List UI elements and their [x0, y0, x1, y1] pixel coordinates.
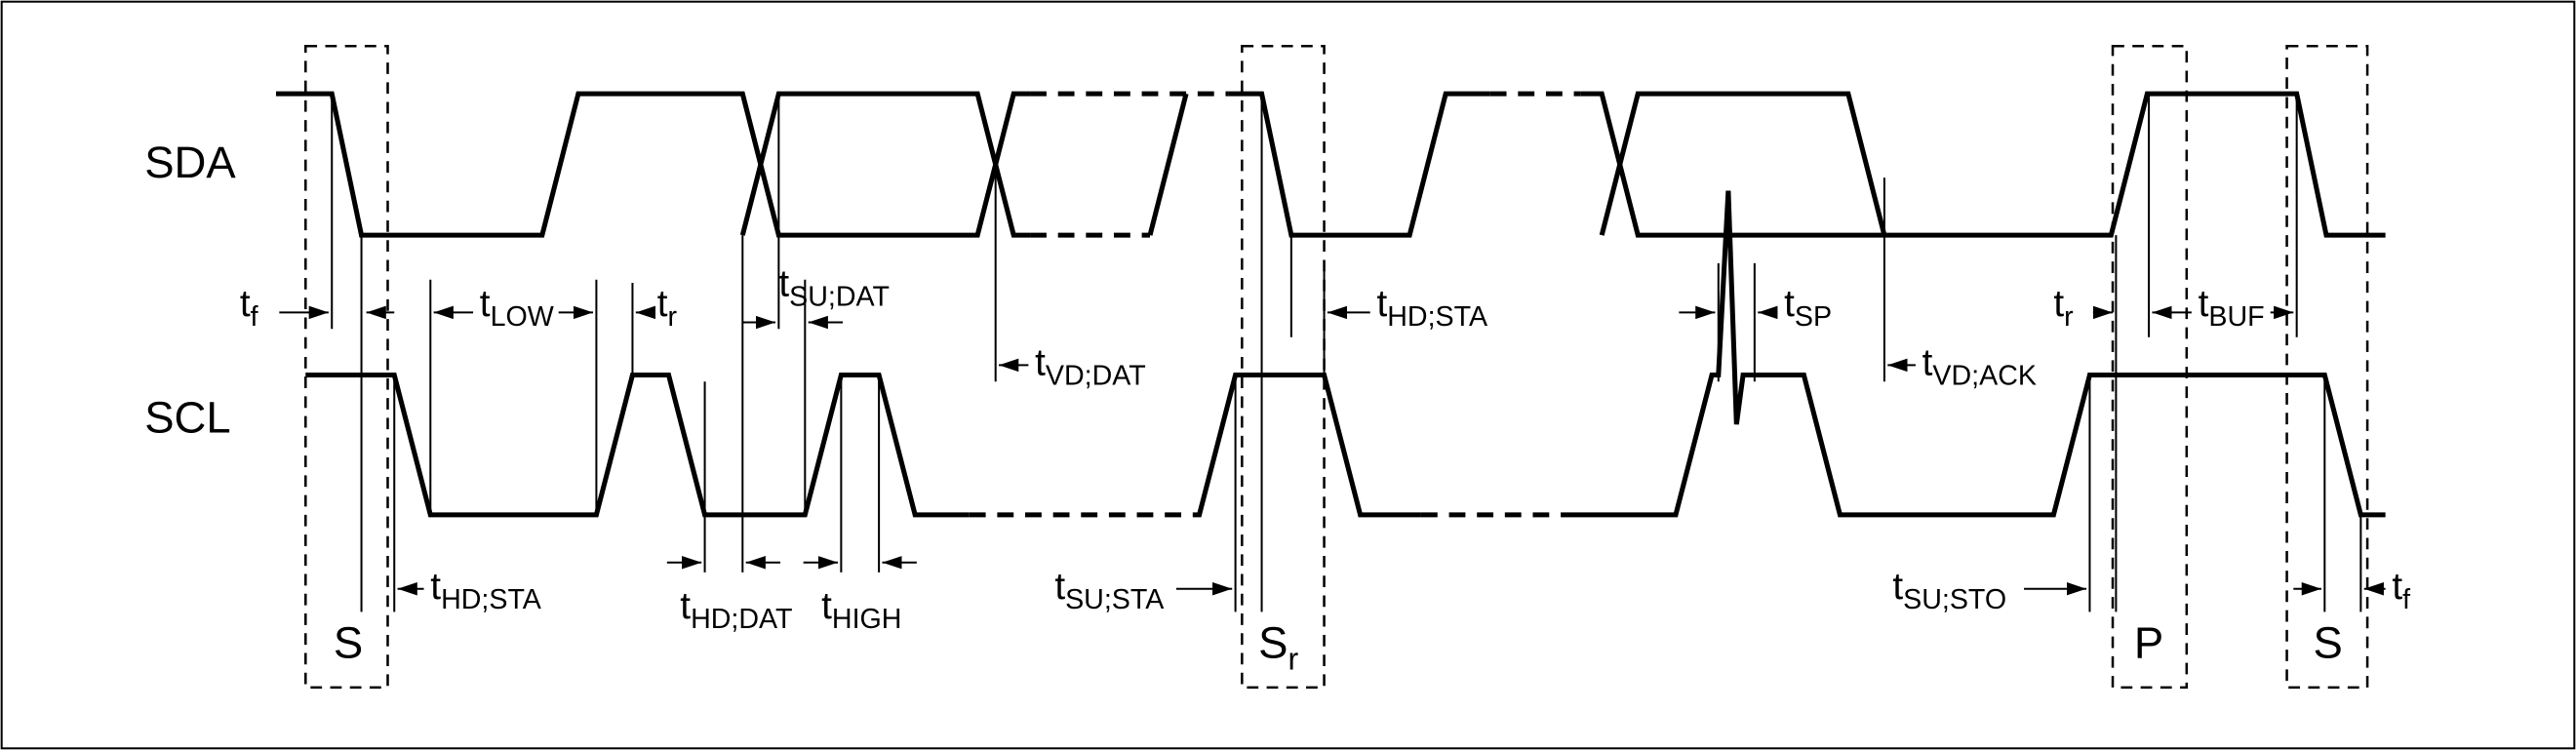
label-t-hd-dat: tHD;DAT	[680, 585, 792, 635]
stop-marker: P	[2134, 618, 2163, 668]
start-condition-box	[304, 44, 389, 690]
reference-lines	[331, 94, 2362, 612]
dimension-arrows	[279, 305, 2386, 596]
sda-trace-segment	[739, 91, 1031, 238]
start-marker-2: S	[2314, 618, 2343, 668]
sda-trace-segment	[1580, 91, 2386, 238]
label-t-hd-sta-1: tHD;STA	[430, 566, 542, 615]
label-tf-2: tf	[2392, 566, 2410, 615]
label-t-vd-dat: tVD;DAT	[1035, 341, 1146, 391]
sda-trace-segment	[1147, 93, 1189, 236]
condition-markers: S Sr P S	[334, 618, 2343, 677]
label-t-buf: tBUF	[2199, 283, 2265, 333]
label-tf-1: tf	[240, 283, 258, 333]
scl-trace-segment	[305, 372, 970, 518]
label-t-su-sto: tSU;STO	[1892, 566, 2006, 615]
label-t-high: tHIGH	[821, 585, 901, 635]
label-t-low: tLOW	[480, 283, 554, 333]
scl-label: SCL	[144, 392, 230, 442]
start-condition-box-2	[2285, 44, 2369, 690]
sda-trace-segment	[1599, 91, 1887, 236]
label-t-su-sta: tSU;STA	[1054, 566, 1165, 615]
label-tr-2: tr	[2053, 283, 2074, 333]
label-tr-1: tr	[657, 283, 678, 333]
scl-waveform	[305, 190, 2386, 518]
sda-waveform	[275, 91, 2386, 238]
repeated-start-condition-box	[1241, 44, 1326, 690]
scl-trace-segment-with-spike	[1561, 190, 2386, 518]
scl-trace-segment	[1192, 372, 1421, 518]
timing-labels: tf tLOW tr tSU;DAT tVD;DAT tHD;STA tSP t…	[240, 263, 2410, 636]
sda-trace-segment	[275, 91, 1031, 238]
repeated-start-marker: Sr	[1258, 618, 1298, 677]
label-t-su-dat: tSU;DAT	[778, 263, 890, 313]
signal-labels: SDA SCL	[144, 138, 236, 442]
label-t-sp: tSP	[1784, 283, 1832, 333]
condition-boxes	[304, 44, 2369, 690]
label-t-hd-sta-2: tHD;STA	[1376, 283, 1488, 333]
sda-trace-segment	[1228, 91, 1490, 238]
start-marker: S	[334, 618, 363, 668]
sda-label: SDA	[144, 138, 236, 187]
stop-condition-box	[2111, 44, 2189, 690]
label-t-vd-ack: tVD;ACK	[1922, 341, 2037, 391]
